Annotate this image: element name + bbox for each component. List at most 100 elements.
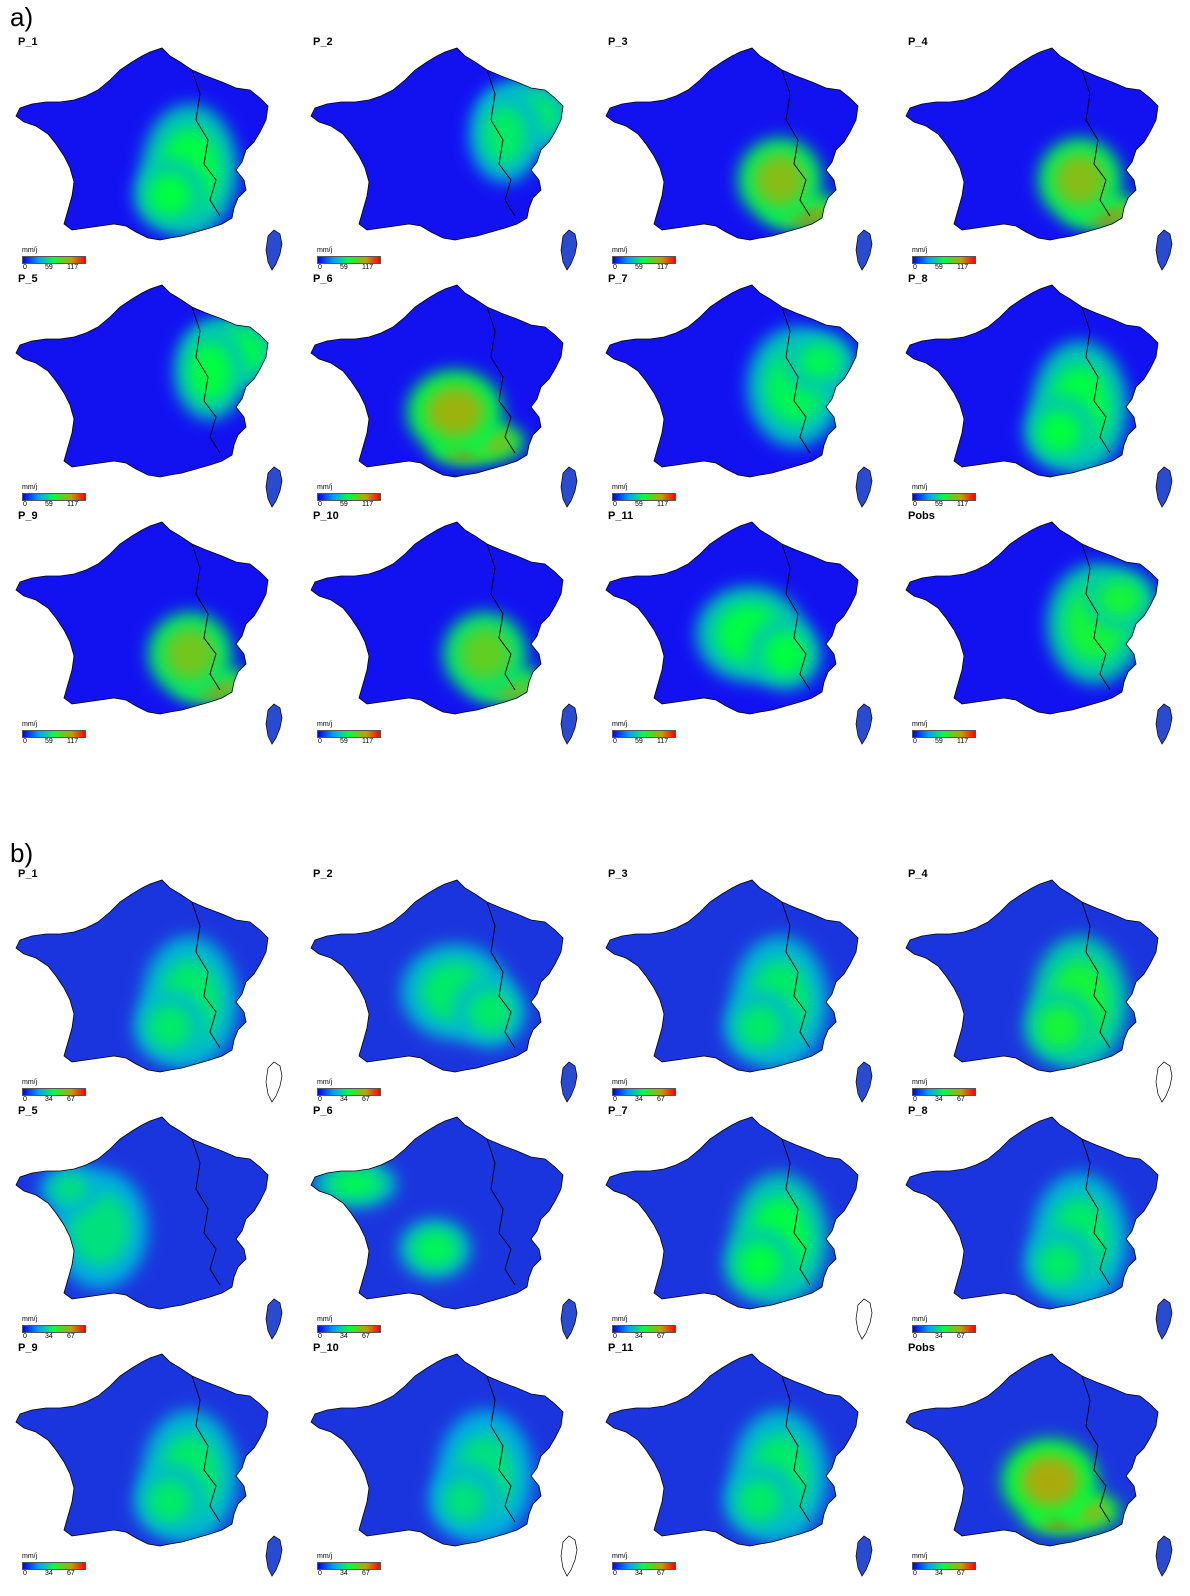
legend-colorbar <box>612 730 676 738</box>
legend-unit: mm/j <box>612 1079 628 1086</box>
legend-tick: 67 <box>67 1333 75 1340</box>
precip-zone <box>762 631 808 677</box>
border-line <box>781 1138 811 1286</box>
corsica <box>560 466 578 508</box>
legend-unit: mm/j <box>317 1553 333 1560</box>
border-line <box>191 1375 221 1523</box>
precipitation-field <box>906 522 1158 714</box>
corsica <box>1155 229 1173 271</box>
legend-tick: 67 <box>957 1570 965 1577</box>
panel-title: P_1 <box>18 868 38 880</box>
precipitation-field <box>16 1354 268 1546</box>
legend-colorbar <box>317 1562 381 1570</box>
precipitation-field <box>16 285 268 477</box>
precipitation-field <box>606 285 858 477</box>
legend-tick: 0 <box>318 1570 322 1577</box>
panel-title: P_9 <box>18 510 38 522</box>
precipitation-field <box>311 880 563 1072</box>
precip-zone <box>51 1174 89 1204</box>
legend-tick: 0 <box>613 738 617 745</box>
legend-unit: mm/j <box>317 721 333 728</box>
legend-colorbar <box>612 1088 676 1096</box>
panel-title: P_11 <box>608 1342 634 1354</box>
border-line <box>1081 69 1111 217</box>
panel-title: P_10 <box>313 1342 339 1354</box>
legend-unit: mm/j <box>912 247 928 254</box>
precip-zone <box>458 627 512 681</box>
precipitation-field <box>311 285 563 477</box>
legend-tick: 117 <box>657 738 669 745</box>
precip-zone <box>797 343 843 381</box>
panel-title: P_6 <box>313 1105 333 1117</box>
legend-tick: 34 <box>45 1333 53 1340</box>
corsica <box>560 229 578 271</box>
legend-colorbar <box>317 256 381 264</box>
legend-tick: 34 <box>635 1570 643 1577</box>
precipitation-field <box>311 1354 563 1546</box>
corsica <box>1155 703 1173 745</box>
france-map <box>15 879 283 1103</box>
panel-title: P_8 <box>908 273 928 285</box>
france-map <box>310 879 578 1103</box>
border-line <box>486 306 516 454</box>
france-map <box>310 1353 578 1577</box>
precip-zone <box>467 989 513 1035</box>
panel-title: P_1 <box>18 36 38 48</box>
france-coastline <box>310 1116 564 1310</box>
corsica <box>855 229 873 271</box>
legend-tick: 59 <box>635 501 643 508</box>
precipitation-field <box>16 880 268 1072</box>
panel-title: P_6 <box>313 273 333 285</box>
corsica <box>265 703 283 745</box>
border-line <box>1081 1375 1111 1523</box>
legend-tick: 67 <box>657 1096 665 1103</box>
france-map <box>905 47 1173 271</box>
legend-tick: 0 <box>613 501 617 508</box>
panel-title: Pobs <box>908 510 935 522</box>
france-coastline <box>310 47 564 241</box>
precip-zone <box>147 1004 193 1050</box>
legend-tick: 0 <box>23 738 27 745</box>
legend-colorbar <box>22 493 86 501</box>
legend-tick: 0 <box>23 1333 27 1340</box>
border-line <box>781 306 811 454</box>
corsica <box>560 703 578 745</box>
legend-tick: 0 <box>613 1333 617 1340</box>
france-coastline <box>310 284 564 478</box>
legend-colorbar <box>317 1088 381 1096</box>
precip-zone <box>442 1478 488 1524</box>
legend-unit: mm/j <box>22 1553 38 1560</box>
france-map <box>905 879 1173 1103</box>
precip-zone <box>147 1478 193 1524</box>
precipitation-field <box>906 1117 1158 1309</box>
legend-tick: 59 <box>45 738 53 745</box>
corsica <box>855 703 873 745</box>
legend-tick: 0 <box>23 264 27 271</box>
legend-unit: mm/j <box>612 1553 628 1560</box>
legend-tick: 59 <box>635 738 643 745</box>
france-map <box>15 521 283 745</box>
france-map <box>15 47 283 271</box>
border-line <box>1081 543 1111 691</box>
border-line <box>781 69 811 217</box>
precip-zone <box>70 1191 130 1267</box>
legend-tick: 0 <box>913 1570 917 1577</box>
border-line <box>486 1138 516 1286</box>
france-map <box>905 1116 1173 1340</box>
france-coastline <box>605 879 859 1073</box>
